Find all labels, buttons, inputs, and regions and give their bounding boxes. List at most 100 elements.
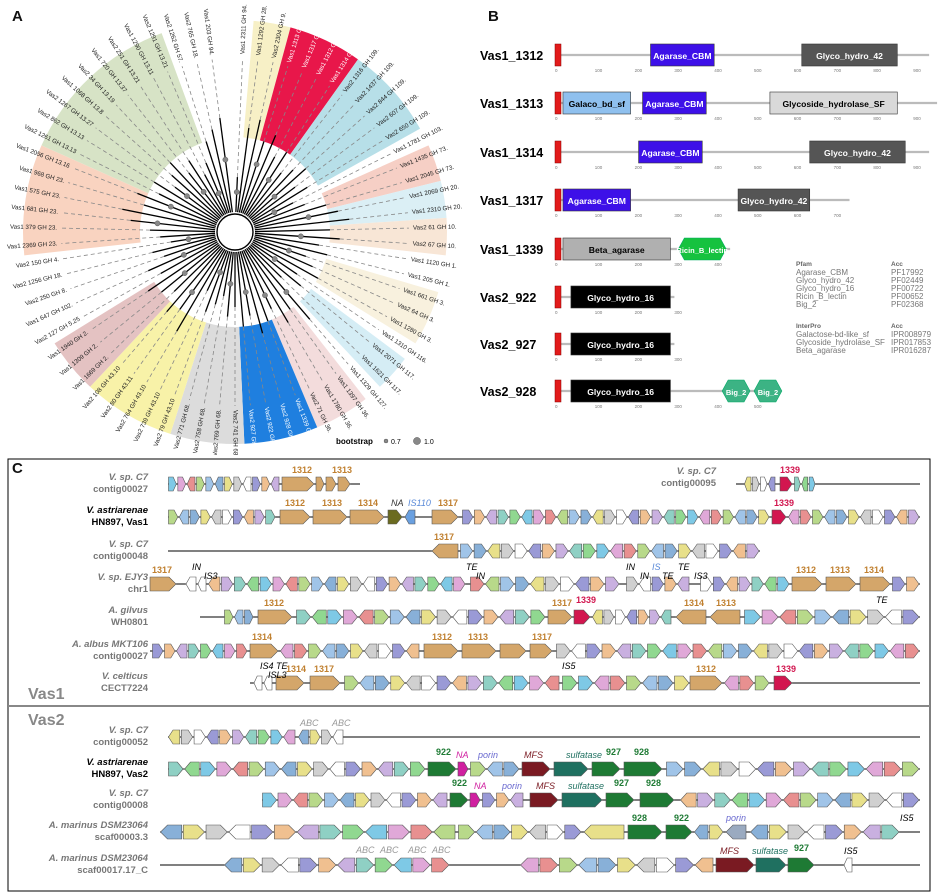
- tree-branch: [253, 203, 305, 226]
- tree-leaf-guide: [263, 66, 289, 142]
- gene-arrow: [324, 576, 337, 592]
- tree-leaf-guide: [262, 333, 282, 401]
- gene-arrow: [248, 761, 265, 777]
- gene-arrow: [486, 761, 503, 777]
- gene-arrow: [470, 576, 485, 592]
- gene-arrow: [485, 576, 500, 592]
- protein-name: Vas1_1312: [480, 49, 543, 63]
- panel-c-frame: [7, 458, 931, 892]
- tree-branch: [222, 251, 233, 297]
- tree-leaf-label: Vas2 769 GH 68.: [212, 409, 223, 455]
- tree-leaf-guide: [62, 212, 131, 221]
- gene-arrow: [884, 609, 902, 625]
- gene-arrow: [867, 609, 885, 625]
- gene-label-abc: ABC: [379, 845, 399, 855]
- tree-leaf-guide: [105, 115, 172, 176]
- tree-branch: [250, 244, 302, 287]
- gene-arrow: [228, 824, 251, 840]
- panel-label-c: C: [12, 460, 23, 477]
- key-pfam-acc: PF02449: [891, 276, 924, 285]
- tree-leaf-label: Vas1 2311 GH 94.: [239, 4, 248, 55]
- tree-branch: [251, 186, 308, 223]
- gene-arrow: [699, 509, 711, 525]
- gene-arrow: [177, 476, 186, 492]
- gene-arrow: [389, 609, 405, 625]
- side-locus-name-line2: contig00095: [661, 478, 717, 489]
- gene-arrow: [571, 643, 586, 659]
- key-pfam-name: Glyco_hydro_42: [796, 276, 855, 285]
- gene-arrow: [851, 792, 868, 808]
- bootstrap-dot: [189, 289, 195, 296]
- tree-branch: [179, 247, 224, 310]
- tree-leaf-guide: [242, 326, 251, 406]
- locus-name-line1: V. sp. C7: [109, 472, 149, 483]
- gene-arrow: [515, 576, 530, 592]
- locus-name-line1: V. sp. C7: [109, 539, 149, 550]
- gene-arrow: [375, 576, 388, 592]
- signal-peptide: [554, 379, 562, 403]
- tree-leaf-label: Vas2 765 GH 18.: [182, 12, 199, 60]
- tree-leaf-guide: [167, 71, 207, 164]
- domain-label: Galaco_bd_sf: [569, 99, 625, 109]
- gene-arrow: [623, 761, 663, 777]
- tree-leaf-guide: [90, 290, 149, 331]
- key-interpro-acc: IPR017853: [891, 338, 932, 347]
- gene-arrow: [427, 761, 457, 777]
- gene-arrow: [583, 824, 625, 840]
- gene-label-1313: 1313: [322, 498, 342, 508]
- axis-tick-label: 700: [834, 165, 842, 170]
- gene-arrow: [184, 761, 200, 777]
- gene-arrow: [168, 476, 177, 492]
- phylogenetic-tree: Vas1 2311 GH 94.Vas1 1292 GH 28.Vas2 230…: [7, 4, 463, 455]
- gene-arrow: [528, 824, 546, 840]
- gene-arrow: [616, 643, 632, 659]
- gene-label-porin: porin: [725, 813, 746, 823]
- gene-arrow: [752, 476, 760, 492]
- clade-wedge-red: [259, 27, 359, 155]
- gene-arrow: [573, 609, 591, 625]
- gene-arrow: [475, 824, 493, 840]
- tree-leaf-guide: [271, 308, 310, 390]
- gene-arrow: [829, 643, 844, 659]
- gene-label-sulfatase: sulfatase: [566, 750, 602, 760]
- axis-tick-label: 200: [635, 68, 643, 73]
- tree-branch: [176, 248, 226, 332]
- gene-label-1339: 1339: [776, 664, 796, 674]
- bootstrap-dot: [185, 236, 192, 243]
- tree-leaf-guide: [327, 254, 404, 275]
- gene-arrow: [188, 643, 200, 659]
- tree-branch: [244, 248, 289, 323]
- gene-arrow: [309, 729, 321, 745]
- gene-arrow: [259, 576, 272, 592]
- axis-tick-label: 400: [714, 404, 722, 409]
- axis-tick-label: 200: [635, 310, 643, 315]
- gene-arrow: [779, 609, 797, 625]
- domain-label: Agarase_CBM: [568, 196, 626, 206]
- key-interpro-name: Galactose-bd-like_sf: [796, 330, 870, 339]
- gene-arrow: [793, 761, 811, 777]
- gene-arrow: [623, 543, 637, 559]
- gene-arrow: [578, 857, 597, 873]
- gene-arrow: [592, 509, 604, 525]
- gene-arrow: [200, 761, 216, 777]
- gene-label-abc: ABC: [431, 845, 451, 855]
- gene-arrow: [206, 729, 219, 745]
- tree-branch: [153, 181, 219, 223]
- gene-arrow: [697, 792, 714, 808]
- gene-label-1312: 1312: [285, 498, 305, 508]
- gene-arrow: [908, 509, 920, 525]
- gene-label-1314: 1314: [864, 565, 884, 575]
- gene-arrow: [513, 675, 529, 691]
- tree-leaf-guide: [66, 252, 153, 275]
- gene-arrow: [433, 824, 456, 840]
- tree-leaf-guide: [236, 58, 243, 178]
- domain-label: Agarase_CBM: [653, 51, 711, 61]
- gene-arrow: [244, 729, 257, 745]
- gene-arrow: [393, 761, 410, 777]
- key-acc-header: Acc: [891, 261, 903, 268]
- gene-arrow: [545, 576, 560, 592]
- gene-label-na: NA: [391, 498, 404, 508]
- gene-arrow: [561, 792, 603, 808]
- gene-arrow: [298, 576, 311, 592]
- gene-arrow: [814, 643, 829, 659]
